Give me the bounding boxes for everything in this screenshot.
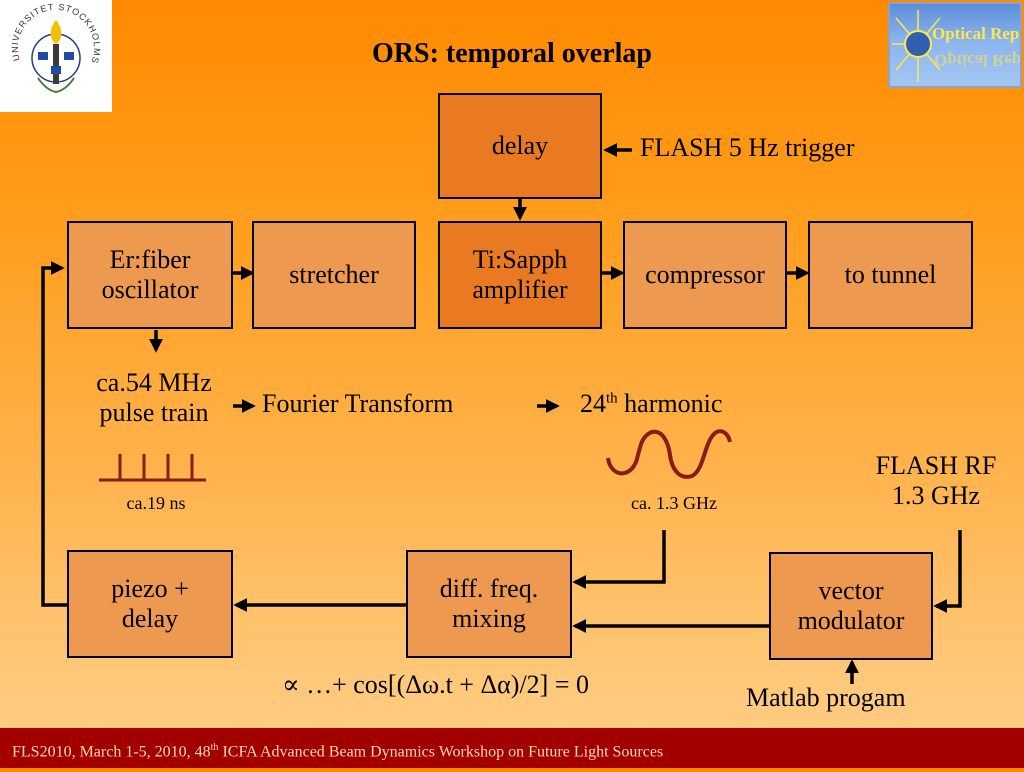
slide-title: ORS: temporal overlap xyxy=(372,38,652,69)
diff-freq-mixing-box: diff. freq. mixing xyxy=(406,550,572,658)
harmonic-superscript: th xyxy=(606,390,618,407)
pulse-spacing-label: ca.19 ns xyxy=(126,493,186,513)
flash-rf-label: FLASH RF 1.3 GHz xyxy=(875,451,997,510)
harmonic-frequency-label: ca. 1.3 GHz xyxy=(631,493,717,513)
rf-to-modulator-arrow xyxy=(933,530,962,613)
footer-bar: FLS2010, March 1-5, 2010, 48th ICFA Adva… xyxy=(0,728,1024,768)
piezo-delay-box: piezo + delay xyxy=(67,550,233,658)
delay-box: delay xyxy=(438,93,602,199)
harmonic-label: 24th harmonic xyxy=(580,389,722,419)
harmonic-number: 24 xyxy=(580,389,606,418)
matlab-program-label: Matlab progam xyxy=(746,683,906,712)
vector-modulator-box: vector modulator xyxy=(769,552,933,660)
er-fiber-oscillator-box: Er:fiber oscillator xyxy=(67,221,233,329)
feedback-loop-arrow xyxy=(41,261,67,607)
harmonic-to-mixing-arrow xyxy=(572,530,666,589)
ti-sapph-amplifier-box: Ti:Sapph amplifier xyxy=(438,221,602,329)
footer-suffix: ICFA Advanced Beam Dynamics Workshop on … xyxy=(218,743,664,761)
optical-replica-logo: Optical Replica Optical Replica xyxy=(888,2,1022,88)
stretcher-box: stretcher xyxy=(252,221,416,329)
pulse-train-icon xyxy=(99,454,206,482)
footer-superscript: th xyxy=(210,742,219,753)
footer-prefix: FLS2010, March 1-5, 2010, 48 xyxy=(12,743,211,761)
flash-trigger-label: FLASH 5 Hz trigger xyxy=(640,133,855,162)
fourier-transform-label: Fourier Transform xyxy=(262,389,454,418)
stockholm-university-logo: UNIVERSITET STOCKHOLMS xyxy=(0,0,112,112)
pulse-train-label: ca.54 MHz pulse train xyxy=(96,368,212,427)
sine-wave-icon xyxy=(606,429,732,479)
phase-equation: ∝ …+ cos[(Δω.t + Δα)/2] = 0 xyxy=(282,670,589,699)
compressor-box: compressor xyxy=(623,221,787,329)
harmonic-word: harmonic xyxy=(617,389,723,418)
logo-right-text: Optical Replica xyxy=(932,24,1020,43)
to-tunnel-box: to tunnel xyxy=(808,221,973,329)
